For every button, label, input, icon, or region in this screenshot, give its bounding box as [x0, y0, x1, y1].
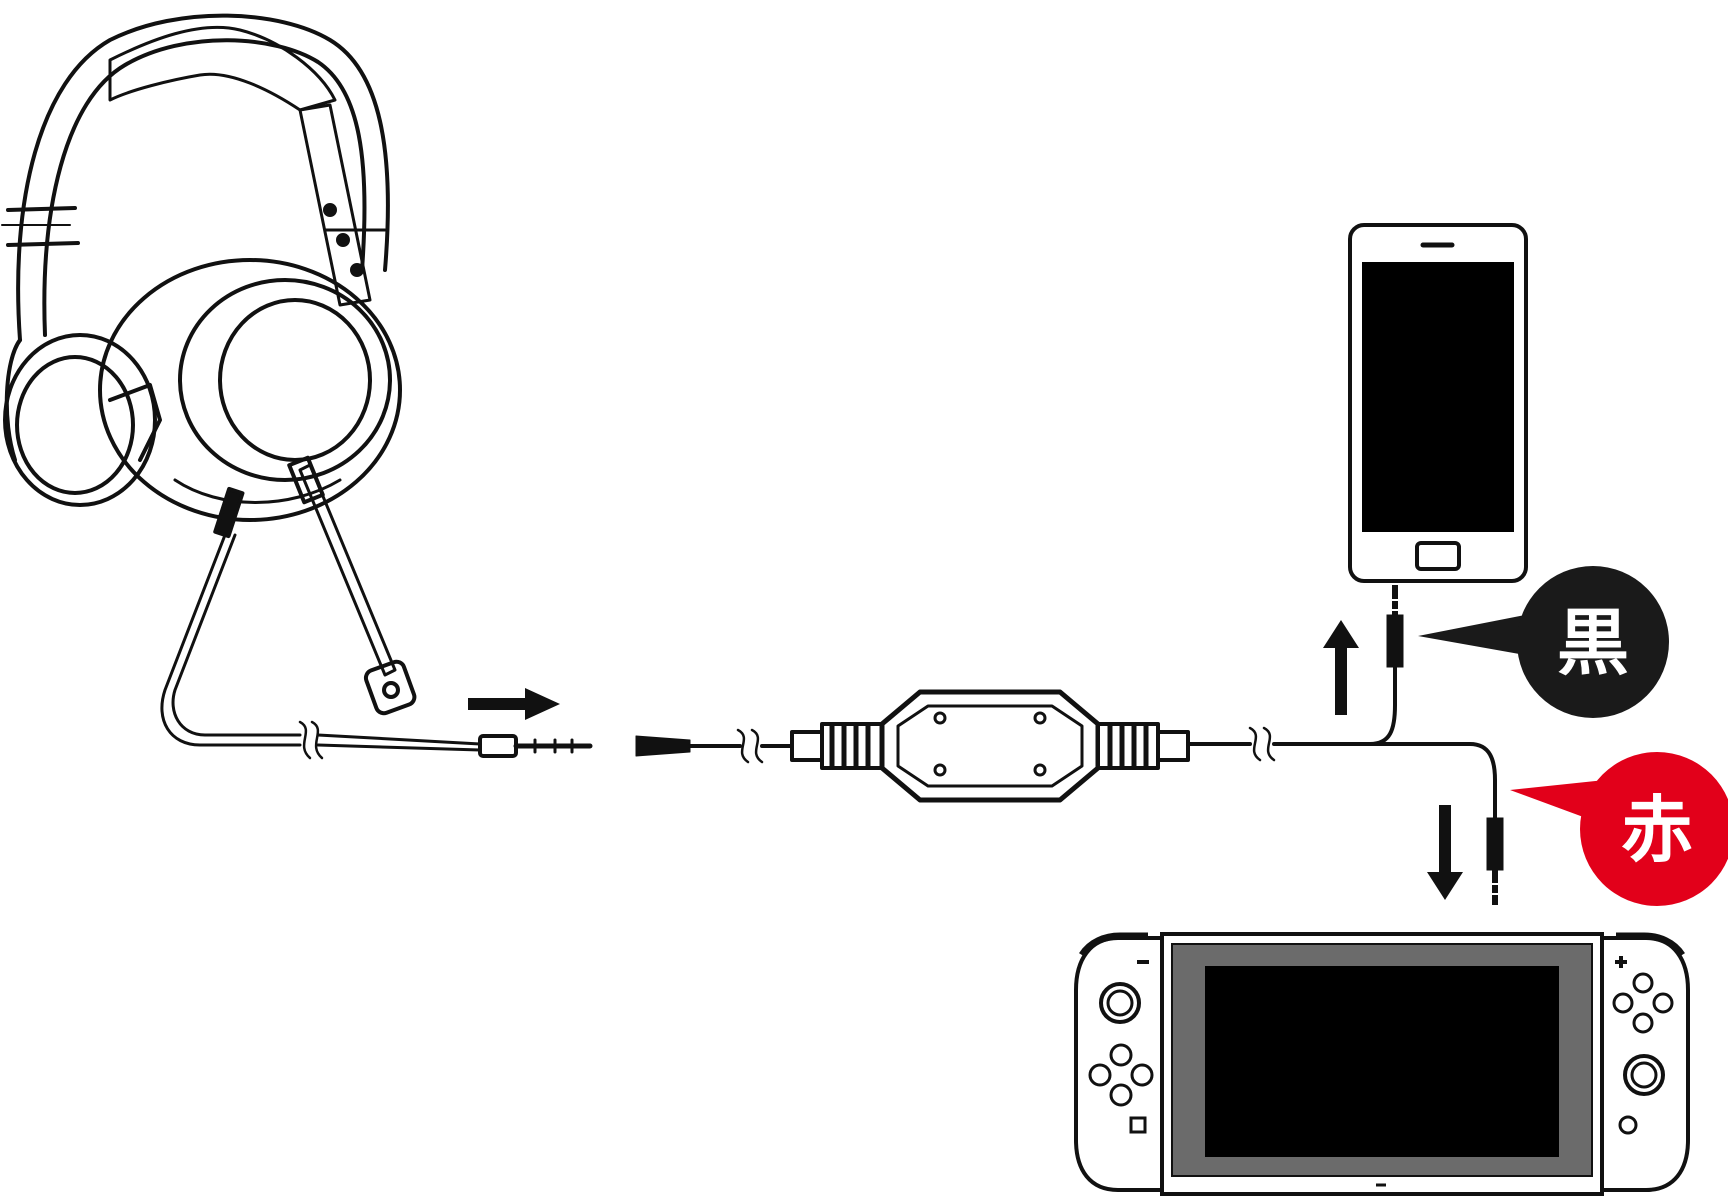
headset-icon	[1, 13, 593, 760]
red-label-badge: 赤	[1510, 752, 1728, 906]
red-plug	[1486, 817, 1504, 905]
cable-splitter-icon	[635, 689, 1472, 803]
cable-branches	[1369, 665, 1497, 818]
black-plug	[1386, 585, 1404, 668]
console-screen	[1205, 966, 1559, 1157]
black-label-text: 黒	[1557, 601, 1629, 685]
arrow-up-to-phone	[1323, 620, 1359, 715]
phone-screen	[1362, 262, 1514, 532]
game-console-icon	[1074, 932, 1690, 1196]
arrow-down-to-console	[1427, 805, 1463, 900]
smartphone-icon	[1348, 223, 1528, 583]
black-label-badge: 黒	[1418, 566, 1669, 718]
red-label-text: 赤	[1621, 788, 1693, 872]
plug-in-arrow-right	[468, 688, 560, 720]
